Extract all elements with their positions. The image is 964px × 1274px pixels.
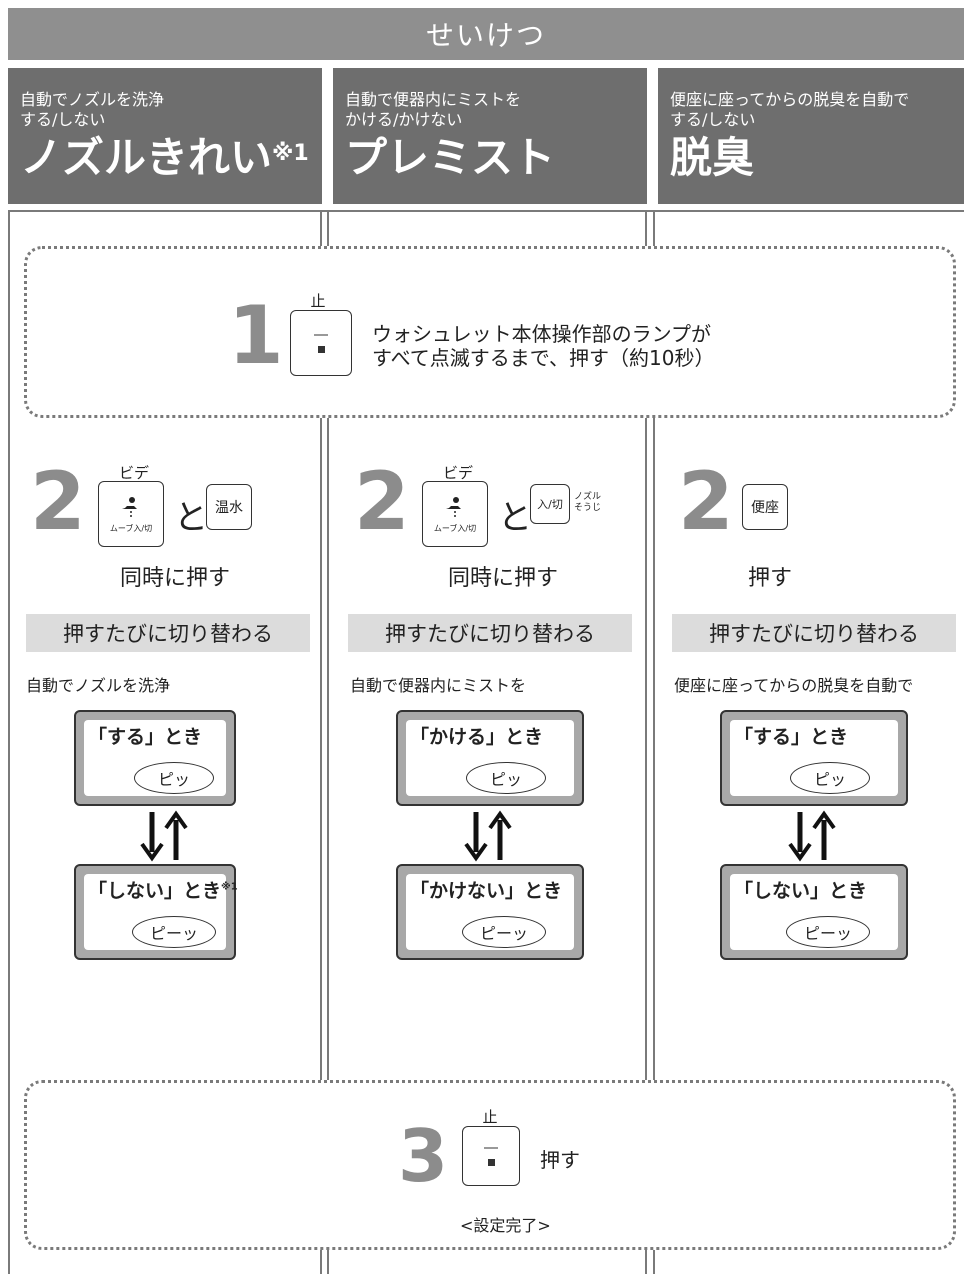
status-screen-off: 「しない」とき※1 ピーッ <box>74 864 238 960</box>
minus-icon <box>484 1146 498 1149</box>
footnote-mark: ※1 <box>272 141 309 166</box>
sound-bubble: ピーッ <box>786 916 870 948</box>
toggle-arrows-icon <box>140 810 188 862</box>
stop-button[interactable] <box>462 1126 520 1186</box>
stop-button-caption: 止 <box>310 292 326 310</box>
column-divider <box>653 210 655 1274</box>
step2-number: 2 <box>30 455 86 548</box>
header-sub-line2: かける/かけない <box>345 110 463 129</box>
and-text: と <box>174 498 208 538</box>
dot-icon <box>487 1158 495 1166</box>
status-title: 「する」とき <box>88 726 203 748</box>
sound-bubble: ピーッ <box>462 916 546 948</box>
status-title: 「かける」とき <box>410 726 544 748</box>
column-divider <box>8 210 10 1274</box>
step2-action: 同時に押す <box>448 566 559 591</box>
sound-bubble: ピッ <box>134 762 214 794</box>
status-title: 「しない」とき <box>734 880 868 902</box>
step1-text-line2: すべて点滅するまで、押す（約10秒） <box>372 346 715 370</box>
stop-button[interactable] <box>290 310 352 376</box>
header-title: ノズルきれい※1 <box>20 133 309 182</box>
header-title: 脱臭 <box>670 133 755 182</box>
header-sub-line1: 便座に座ってからの脱臭を自動で <box>670 90 910 109</box>
column-divider <box>327 210 329 1274</box>
step2-number: 2 <box>354 455 410 548</box>
seat-button[interactable]: 便座 <box>742 484 788 530</box>
status-screen-on: 「する」とき ピッ <box>74 710 236 806</box>
step3-number: 3 <box>398 1114 449 1198</box>
status-screen-on: 「かける」とき ピッ <box>396 710 584 806</box>
sound-bubble: ピーッ <box>132 916 216 948</box>
stop-button-caption: 止 <box>482 1108 498 1126</box>
toggle-bar: 押すたびに切り替わる <box>672 614 956 652</box>
columns-top-rule <box>8 210 964 212</box>
step2-action: 同時に押す <box>120 566 231 591</box>
toggle-arrows-icon <box>788 810 836 862</box>
status-screen-off: 「かけない」とき ピーッ <box>396 864 584 960</box>
and-text: と <box>498 498 532 538</box>
status-screen-on: 「する」とき ピッ <box>720 710 908 806</box>
sound-bubble: ピッ <box>466 762 546 794</box>
status-title: 「しない」とき※1 <box>88 880 238 902</box>
column-divider <box>645 210 647 1274</box>
step2-desc: 自動で便器内にミストを <box>350 676 527 695</box>
status-title: 「かけない」とき <box>410 880 563 902</box>
step2-action: 押す <box>748 566 793 591</box>
column-header-deodorize: 便座に座ってからの脱臭を自動で する/しない 脱臭 <box>658 68 964 204</box>
bidet-button-caption: ビデ <box>118 464 149 482</box>
warm-water-button[interactable]: 温水 <box>206 484 252 530</box>
header-sub-line1: 自動でノズルを洗浄 <box>20 90 165 109</box>
toggle-arrows-icon <box>464 810 512 862</box>
header-sub-line1: 自動で便器内にミストを <box>345 90 522 109</box>
header-title: プレミスト <box>345 133 556 182</box>
column-header-nozzle: 自動でノズルを洗浄 する/しない ノズルきれい※1 <box>8 68 322 204</box>
step2-desc: 自動でノズルを洗浄 <box>26 676 171 695</box>
header-sub-line2: する/しない <box>670 110 756 129</box>
column-divider <box>320 210 322 1274</box>
bidet-icon <box>122 496 137 518</box>
bidet-button[interactable]: ムーブ入/切 <box>98 481 164 547</box>
step3-action: 押す <box>540 1148 580 1172</box>
toggle-bar: 押すたびに切り替わる <box>26 614 310 652</box>
dot-icon <box>317 345 325 353</box>
bidet-button[interactable]: ムーブ入/切 <box>422 481 488 547</box>
section-banner: せいけつ <box>8 8 964 60</box>
nozzle-clean-button[interactable]: 入/切 <box>530 484 570 524</box>
bidet-icon <box>446 496 461 518</box>
status-title: 「する」とき <box>734 726 849 748</box>
bidet-button-caption: ビデ <box>442 464 473 482</box>
status-screen-off: 「しない」とき ピーッ <box>720 864 908 960</box>
nozzle-clean-label: ノズル そうじ <box>574 492 602 513</box>
setting-complete: <設定完了> <box>460 1216 551 1235</box>
bidet-button-sub: ムーブ入/切 <box>109 523 153 533</box>
step2-desc: 便座に座ってからの脱臭を自動で <box>674 676 914 695</box>
bidet-button-sub: ムーブ入/切 <box>433 523 477 533</box>
step1-box <box>24 246 956 418</box>
header-sub-line2: する/しない <box>20 110 106 129</box>
step1-number: 1 <box>228 289 284 382</box>
sound-bubble: ピッ <box>790 762 870 794</box>
footnote-mark: ※1 <box>221 881 238 893</box>
step2-number: 2 <box>678 455 734 548</box>
minus-icon <box>314 333 328 336</box>
toggle-bar: 押すたびに切り替わる <box>348 614 632 652</box>
column-header-premist: 自動で便器内にミストを かける/かけない プレミスト <box>333 68 647 204</box>
step1-text-line1: ウォシュレット本体操作部のランプが <box>372 322 711 346</box>
